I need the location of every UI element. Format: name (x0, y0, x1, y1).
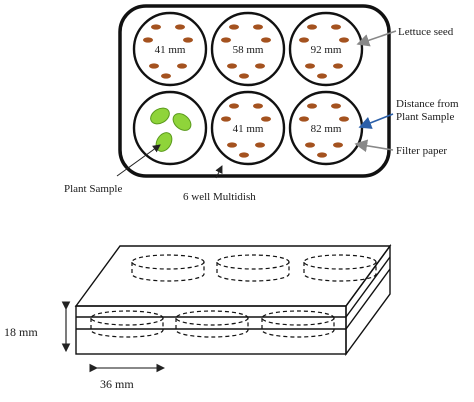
lettuce-seed (175, 24, 185, 30)
dish-outlines-3d (90, 254, 377, 338)
well-distance-label: 82 mm (311, 123, 342, 135)
multidish-pointer (215, 165, 223, 179)
well-distance-label: 92 mm (311, 44, 342, 56)
filter-paper-label: Filter paper (396, 145, 447, 157)
lettuce-seed (227, 142, 237, 148)
lettuce-seed (239, 152, 249, 158)
distance-label-line2: Plant Sample (396, 111, 454, 123)
lettuce-seed (253, 103, 263, 109)
well: 82 mm (288, 90, 364, 166)
well: 92 mm (288, 11, 364, 87)
dish-outline (90, 310, 164, 338)
lettuce-seed (255, 142, 265, 148)
dish-outline (131, 254, 205, 282)
lettuce-seed (299, 37, 309, 43)
lettuce-seed (333, 142, 343, 148)
plant-leaf (155, 132, 173, 152)
lettuce-seed (227, 63, 237, 69)
multidish-outline (118, 4, 391, 178)
lettuce-seed (151, 24, 161, 30)
lettuce-seed (307, 24, 317, 30)
width-label: 36 mm (100, 377, 134, 391)
lettuce-seed (255, 63, 265, 69)
distance-label-line1: Distance from (396, 98, 459, 110)
lettuce-seed (307, 103, 317, 109)
lettuce-seed (221, 116, 231, 122)
height-label: 18 mm (4, 325, 38, 339)
lettuce-seed (331, 103, 341, 109)
multidish-3d-box (74, 243, 392, 357)
distance-pointer (358, 113, 394, 129)
lettuce-seed (261, 37, 271, 43)
lettuce-seed (253, 24, 263, 30)
well-circle (210, 11, 286, 87)
lettuce-seed (143, 37, 153, 43)
lettuce-seed (333, 63, 343, 69)
well: 58 mm (210, 11, 286, 87)
well (132, 90, 208, 166)
well-circle (132, 11, 208, 87)
lettuce-seed (177, 63, 187, 69)
plant-leaf (172, 113, 192, 131)
lettuce-seed (317, 73, 327, 79)
well-distance-label: 41 mm (155, 44, 186, 56)
lettuce-seed (305, 142, 315, 148)
well-distance-label: 41 mm (233, 123, 264, 135)
lettuce-seed (161, 73, 171, 79)
lettuce-seed-label: Lettuce seed (398, 26, 454, 38)
lettuce-seed (183, 37, 193, 43)
lettuce-seed (331, 24, 341, 30)
lettuce-seed (239, 73, 249, 79)
lettuce-seed-pointer (356, 30, 397, 47)
well-circle (132, 90, 208, 166)
plant-leaf (150, 107, 170, 125)
plant-sample-pointer (116, 144, 161, 177)
well: 41 mm (132, 11, 208, 87)
lettuce-seed (221, 37, 231, 43)
lettuce-seed (229, 24, 239, 30)
lettuce-seed (317, 152, 327, 158)
lettuce-seed (305, 63, 315, 69)
multidish-label: 6 well Multidish (183, 191, 256, 203)
dish-outline (216, 254, 290, 282)
plant-sample-label: Plant Sample (64, 183, 122, 195)
lettuce-seed (261, 116, 271, 122)
filter-paper-pointer (354, 139, 394, 153)
dish-outline (261, 310, 335, 338)
well-circle (288, 11, 364, 87)
lettuce-seed (339, 37, 349, 43)
dish-outline (175, 310, 249, 338)
wells-group: 41 mm 58 mm 92 mm 41 mm 82 mm (132, 11, 364, 166)
well-distance-label: 58 mm (233, 44, 264, 56)
dish-outline (303, 254, 377, 282)
lettuce-seed (229, 103, 239, 109)
well: 41 mm (210, 90, 286, 166)
well-circle (210, 90, 286, 166)
lettuce-seed (299, 116, 309, 122)
lettuce-seed (149, 63, 159, 69)
lettuce-seed (339, 116, 349, 122)
